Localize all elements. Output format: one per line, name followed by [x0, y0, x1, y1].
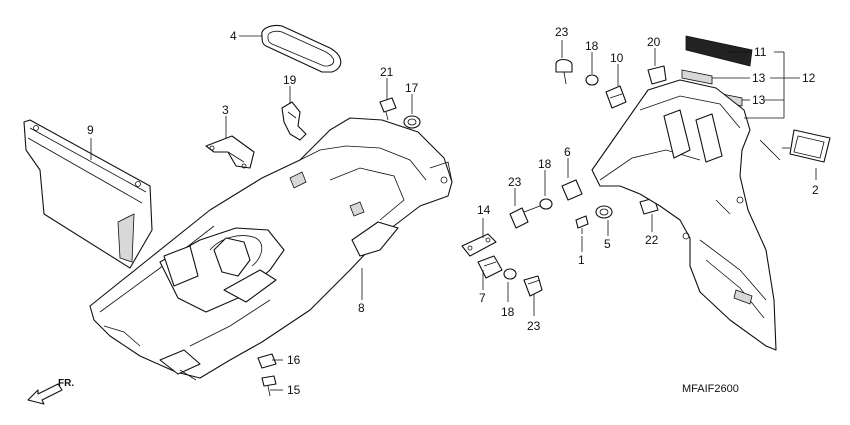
part-label-10: 10 [610, 51, 624, 65]
leader-lines [90, 35, 817, 391]
part-label-5: 5 [604, 237, 611, 251]
part-label-7: 7 [479, 291, 486, 305]
part-label-22: 22 [645, 233, 659, 247]
bracket-part [205, 135, 255, 169]
screw-21-part [379, 97, 397, 121]
washer-18c-part [503, 268, 517, 280]
part-label-8: 8 [358, 301, 365, 315]
washer-18a-part [585, 74, 599, 86]
part-label-23-middle: 23 [508, 175, 522, 189]
part-label-16: 16 [287, 353, 301, 367]
front-direction-label: FR. [58, 378, 74, 389]
part-label-12: 12 [802, 71, 816, 85]
seal-13a-part [681, 69, 713, 85]
diagram-code: MFAIF2600 [682, 383, 739, 395]
part-labels: 4 3 9 19 21 17 8 16 15 14 7 18 23 23 18 … [87, 25, 819, 397]
front-direction-arrow: FR. [27, 378, 74, 405]
mudguard-part [591, 79, 777, 351]
collar-6-part [561, 179, 583, 201]
grommet-17-part [403, 115, 421, 129]
clip-20-part [647, 65, 667, 85]
seal-11-part [685, 35, 753, 67]
part-label-13-upper: 13 [752, 71, 766, 85]
part-label-18-upper: 18 [585, 39, 599, 53]
part-label-4: 4 [230, 29, 237, 43]
part-label-2: 2 [812, 183, 819, 197]
part-label-18-middle: 18 [538, 157, 552, 171]
bolt-23b-part [509, 205, 541, 229]
part-label-1: 1 [578, 253, 585, 267]
part-label-3: 3 [222, 103, 229, 117]
rear-fender-part [89, 117, 453, 381]
part-label-19: 19 [283, 73, 297, 87]
collar-10-part [605, 85, 627, 109]
screw-15-part [261, 375, 277, 397]
collar-7-part [477, 255, 503, 279]
cover-plate-part [23, 119, 153, 269]
part-label-15: 15 [287, 383, 301, 397]
stay-part [461, 233, 497, 257]
part-label-20: 20 [647, 35, 661, 49]
reflector-part [782, 129, 831, 163]
part-label-11: 11 [754, 45, 767, 59]
part-label-21: 21 [380, 65, 394, 79]
part-label-23-upper: 23 [555, 25, 569, 39]
bolt-23c-part [523, 275, 543, 297]
part-label-18-lower: 18 [501, 305, 515, 319]
part-label-6: 6 [564, 145, 571, 159]
part-label-14: 14 [477, 203, 491, 217]
pin-1-part [575, 215, 589, 234]
grommet-5-part [595, 205, 613, 219]
grommet-16-part [257, 353, 277, 369]
bolt-23a-part [555, 58, 573, 85]
washer-18b-part [539, 198, 553, 210]
part-label-17: 17 [405, 81, 419, 95]
rubber-band-part [261, 24, 342, 73]
part-label-23-lower: 23 [527, 319, 541, 333]
part-label-9: 9 [87, 123, 94, 137]
part-label-13-lower: 13 [752, 93, 766, 107]
clip-part [281, 101, 307, 141]
